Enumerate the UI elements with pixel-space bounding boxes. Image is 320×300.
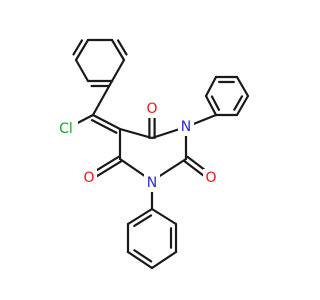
bond-line-1 <box>110 38 126 62</box>
bond-line-31 <box>233 95 244 111</box>
bond-line-43 <box>126 207 154 226</box>
oxygen-top-label-bg <box>144 100 160 118</box>
oxygen-left-label-bg <box>81 169 97 187</box>
bond-line-2 <box>116 39 128 56</box>
bond-line-6 <box>74 58 90 83</box>
bond-line-30 <box>235 94 250 117</box>
atom-label-layer: Cl O N O N O <box>54 100 219 192</box>
nitrogen-top-label-bg <box>178 118 194 136</box>
bond-line-39 <box>150 250 178 270</box>
bond-line-34 <box>210 95 221 111</box>
bond-line-9 <box>91 79 114 117</box>
bond-line-44 <box>133 214 153 228</box>
atom-label-oxygen-right: O <box>205 170 216 186</box>
oxygen-right-label-bg <box>203 169 219 187</box>
bond-layer <box>64 38 250 270</box>
bond-line-33 <box>204 94 218 117</box>
bond-line-11 <box>91 113 122 131</box>
molecule-structure: Cl O N O N O <box>54 38 250 270</box>
bond-line-26 <box>204 75 218 98</box>
atom-label-chlorine: Cl <box>59 121 73 137</box>
bond-line-8 <box>72 39 84 56</box>
bond-line-13 <box>118 127 154 140</box>
bond-line-40 <box>126 250 154 270</box>
chlorine-label-bg <box>54 120 78 138</box>
bond-line-7 <box>74 38 90 62</box>
atom-label-nitrogen-bottom: N <box>147 175 157 191</box>
bond-line-41 <box>133 249 153 263</box>
nitrogen-bottom-label-bg <box>144 174 160 192</box>
bond-line-3 <box>110 58 126 83</box>
atom-label-oxygen-left: O <box>83 170 94 186</box>
bond-line-29 <box>235 75 250 98</box>
atom-label-nitrogen-top: N <box>181 119 191 135</box>
atom-label-oxygen-top: O <box>146 101 157 117</box>
bond-line-36 <box>150 207 178 226</box>
bond-line-12 <box>90 119 118 134</box>
